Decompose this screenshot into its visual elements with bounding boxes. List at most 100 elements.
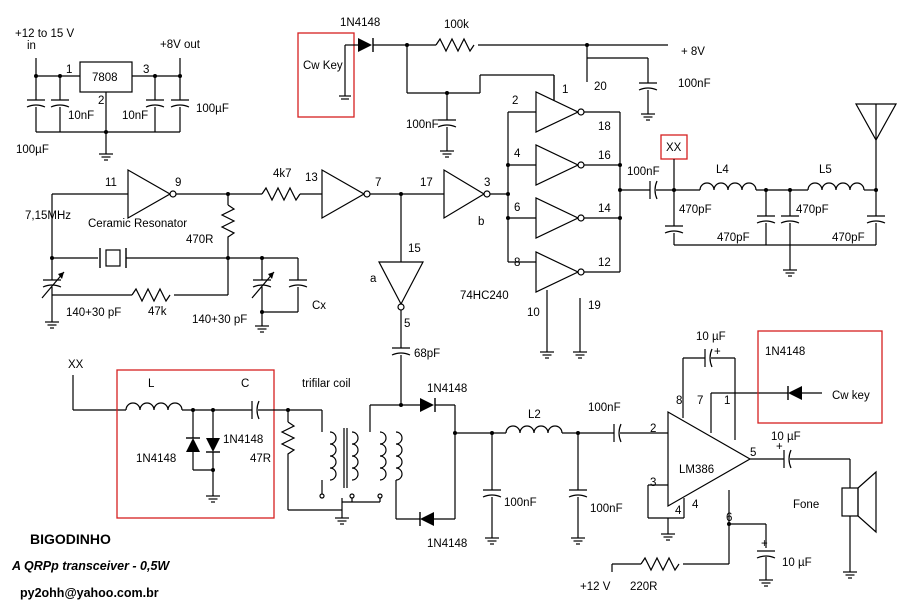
buffer-4-16 xyxy=(535,144,580,186)
project-title: BIGODINHO xyxy=(30,531,111,547)
oscillator: 7,15MHz Ceramic Resonator 11 9 470R 140+… xyxy=(25,168,508,405)
pin14: 14 xyxy=(598,203,611,215)
r100k xyxy=(435,37,475,53)
xx-rx-label: XX xyxy=(68,359,84,371)
cw-key-top-box xyxy=(297,32,355,118)
r47k-label: 47k xyxy=(148,306,167,318)
c100n-vcc-label: 100nF xyxy=(678,78,711,90)
pin15: 15 xyxy=(408,243,421,255)
c100u-out-label: 100µF xyxy=(196,103,229,115)
c100n-top-label: 100nF xyxy=(406,119,439,131)
l5-coil xyxy=(807,182,865,191)
pin16: 16 xyxy=(598,150,611,162)
xx-top-label: XX xyxy=(666,142,682,154)
pin9: 9 xyxy=(175,177,181,189)
pin10: 10 xyxy=(527,307,540,319)
d-mix2-label: 1N4148 xyxy=(427,538,467,550)
project-subtitle: A QRPp transceiver - 0,5W xyxy=(11,559,170,573)
ceramic-resonator xyxy=(105,249,121,267)
b-label: b xyxy=(478,216,484,228)
c10u-out-label: 10 µF xyxy=(771,431,801,443)
footer: BIGODINHO A QRPp transceiver - 0,5W py2o… xyxy=(11,531,170,600)
trim2-label: 140+30 pF xyxy=(192,314,247,326)
pin8: 8 xyxy=(514,257,520,269)
freq-label: 7,15MHz xyxy=(25,210,71,222)
r47 xyxy=(280,421,296,458)
reg-pin1: 1 xyxy=(66,64,72,76)
inverter-13-7 xyxy=(321,168,366,220)
c100n-mix-label: 100nF xyxy=(504,497,537,509)
inverter-15-5 xyxy=(378,261,424,306)
author-email: py2ohh@yahoo.com.br xyxy=(20,586,159,600)
pin19: 19 xyxy=(588,300,601,312)
d-rx2-label: 1N4148 xyxy=(223,434,263,446)
l-coil xyxy=(125,402,183,411)
c10n-a-label: 10nF xyxy=(68,110,94,122)
pin4: 4 xyxy=(514,148,521,160)
lm-pin7: 7 xyxy=(697,395,703,407)
lm-pin5: 5 xyxy=(750,447,756,459)
pin18: 18 xyxy=(598,121,611,133)
power-supply: +12 to 15 V in +8V out 7808 1 3 2 10nF 1… xyxy=(15,28,229,161)
rx-protection-box xyxy=(116,369,275,519)
plus8-label: + 8V xyxy=(681,46,705,58)
resonator-label: Ceramic Resonator xyxy=(88,218,187,230)
lm-pin4: 4 xyxy=(692,499,699,511)
audio-amp: LM386 2 3 4 4 5 6 7 8 1 + 10 µF 1N4148 C… xyxy=(580,330,883,593)
lm-pin3: 3 xyxy=(650,477,656,489)
cw-key-top-label: Cw Key xyxy=(303,60,343,72)
pin12: 12 xyxy=(598,257,611,269)
c10u-fb-label: 10 µF xyxy=(696,331,726,343)
r47k xyxy=(131,287,171,303)
r220-label: 220R xyxy=(630,581,658,593)
l4-label: L4 xyxy=(716,164,729,176)
pin7: 7 xyxy=(375,177,381,189)
pin5: 5 xyxy=(404,318,410,330)
plus-sign-out: + xyxy=(776,441,783,453)
rx-input: XX L C 1N4148 1N4148 47R xyxy=(68,359,342,519)
reg-pin3: 3 xyxy=(143,64,149,76)
plus-sign-dec: + xyxy=(761,538,768,550)
c68p-label: 68pF xyxy=(414,348,440,360)
r100k-label: 100k xyxy=(444,19,469,31)
l4-coil xyxy=(699,182,757,191)
supply-in-label: +12 to 15 V xyxy=(15,28,74,40)
c470-2-label: 470pF xyxy=(717,232,750,244)
reg-pin2: 2 xyxy=(98,95,104,107)
trifilar-label: trifilar coil xyxy=(302,378,351,390)
output-filter: 100nF XX 470pF L4 470pF 470pF L5 470pF xyxy=(620,103,898,277)
lm-pin1: 1 xyxy=(724,395,730,407)
a-label: a xyxy=(370,273,377,285)
pin1: 1 xyxy=(562,84,568,96)
out8-label: +8V out xyxy=(160,39,201,51)
plus-sign: + xyxy=(714,346,721,358)
reg-label: 7808 xyxy=(92,72,118,84)
r470-label: 470R xyxy=(186,234,214,246)
mixer: trifilar coil 1N4148 1N4148 xyxy=(302,378,668,550)
pin17: 17 xyxy=(420,177,433,189)
pin11: 11 xyxy=(105,177,117,189)
d-key-label: 1N4148 xyxy=(765,346,805,358)
pin6: 6 xyxy=(514,202,520,214)
d-rx1-label: 1N4148 xyxy=(136,453,176,465)
c470-1-label: 470pF xyxy=(679,204,712,216)
c-label: C xyxy=(241,378,249,390)
pin13: 13 xyxy=(305,172,318,184)
pin20: 20 xyxy=(594,81,607,93)
lm-pin4b: 4 xyxy=(675,505,682,517)
trifilar-coil-a xyxy=(329,431,337,481)
r47-label: 47R xyxy=(250,453,271,465)
diode-top-label: 1N4148 xyxy=(340,17,380,29)
c10n-b-label: 10nF xyxy=(122,110,148,122)
r220 xyxy=(640,556,680,572)
c470-3-label: 470pF xyxy=(796,204,829,216)
r4k7-label: 4k7 xyxy=(273,168,292,180)
pa-buffers: 1 2 18 4 16 6 14 8 12 74HC240 10 19 xyxy=(460,75,622,359)
plus12-label: +12 V xyxy=(580,581,611,593)
trim1-label: 140+30 pF xyxy=(66,307,121,319)
lm386-amp xyxy=(667,410,752,508)
c100u-in-label: 100µF xyxy=(16,144,49,156)
r4k7 xyxy=(261,186,301,202)
ic-label: 74HC240 xyxy=(460,290,509,302)
